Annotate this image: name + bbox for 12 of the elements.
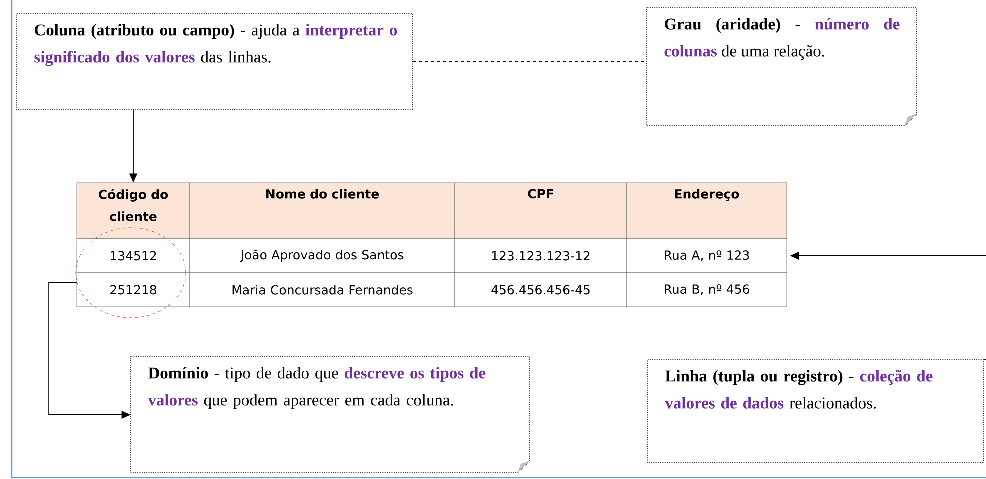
table-cell: 123.123.123-12 (454, 238, 628, 274)
note-box: Grau (aridade) - número de colunas de uma relação. (646, 8, 918, 126)
note-box: Coluna (atributo ou campo) - ajuda a interpretar o significado dos valores das linhas. (16, 14, 414, 110)
note-box: Domínio - tipo de dado que descreve os tipos de valores que podem aparecer em cada coluna. (130, 356, 530, 474)
table-header-cell: CPF (454, 182, 628, 240)
table-cell: 456.456.456-45 (454, 272, 628, 308)
table-header-cell: Endereço (626, 182, 788, 240)
note-box: Linha (tupla ou registro) - coleção de valores de dados relacionados. (648, 360, 984, 464)
highlight-ellipse (76, 228, 186, 318)
table-header-cell: Código do cliente (76, 182, 190, 240)
table-cell: Rua B, nº 456 (626, 272, 788, 308)
table-cell: Rua A, nº 123 (626, 238, 788, 274)
